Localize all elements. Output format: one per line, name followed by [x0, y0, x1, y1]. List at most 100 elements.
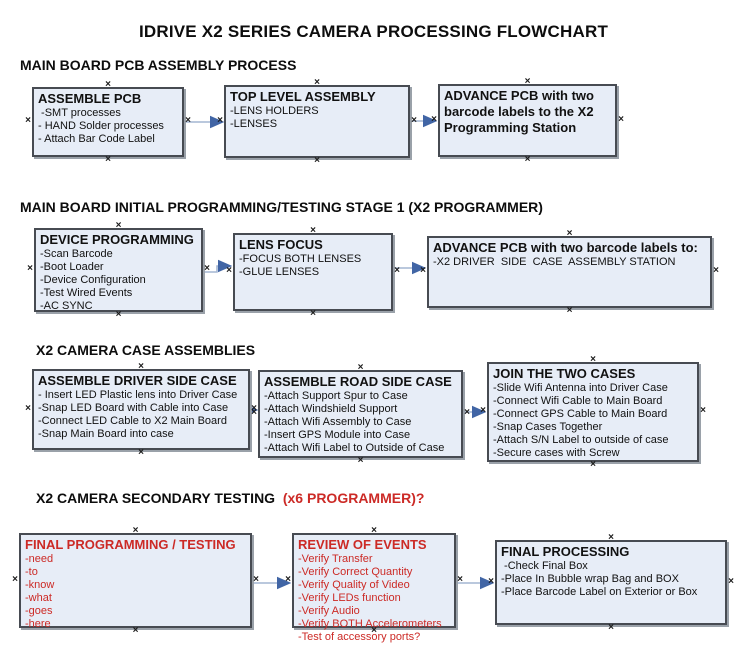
- box-item-overflow: -Test of accessory ports?: [298, 631, 421, 643]
- box-item: -to: [25, 566, 38, 578]
- box-title: JOIN THE TWO CASES: [493, 366, 636, 381]
- connection-point-icon: ×: [251, 407, 257, 418]
- box-item: -AC SYNC: [40, 300, 93, 312]
- box-item: -Attach Support Spur to Case: [264, 390, 408, 402]
- box-item: -here: [25, 618, 51, 630]
- connection-point-icon: ×: [132, 525, 139, 536]
- box-title: FINAL PROCESSING: [501, 544, 630, 559]
- connection-point-icon: ×: [524, 76, 531, 87]
- box-item: -Verify Quality of Video: [298, 579, 410, 591]
- connection-point-icon: ×: [524, 154, 531, 165]
- connection-point-icon: ×: [480, 405, 486, 416]
- box-item: -Boot Loader: [40, 261, 104, 273]
- box-item: -LENS HOLDERS: [230, 105, 319, 117]
- connection-point-icon: ×: [608, 532, 614, 543]
- connection-point-icon: ×: [357, 455, 364, 466]
- connection-point-icon: ×: [464, 407, 470, 418]
- connection-point-icon: ×: [217, 114, 223, 126]
- connection-point-icon: ×: [431, 113, 437, 125]
- flow-box-final-programming-testing: FINAL PROGRAMMING / TESTING -need -to -k…: [12, 526, 259, 636]
- flow-box-assemble-road-side-case: ASSEMBLE ROAD SIDE CASE -Attach Support …: [251, 363, 470, 466]
- box-title: ADVANCE PCB with two barcode labels to:: [433, 240, 698, 255]
- box-item: -Device Configuration: [40, 274, 146, 286]
- connection-point-icon: ×: [488, 575, 494, 587]
- box-item: -Place Barcode Label on Exterior or Box: [501, 586, 698, 598]
- box-item: -Check Final Box: [501, 560, 588, 572]
- box-item: -Insert GPS Module into Case: [264, 429, 411, 441]
- box-title: ASSEMBLE PCB: [38, 91, 142, 106]
- box-item: -Snap Cases Together: [493, 421, 603, 433]
- connection-point-icon: ×: [185, 115, 191, 126]
- connection-point-icon: ×: [253, 573, 259, 585]
- connection-point-icon: ×: [371, 525, 377, 536]
- section-heading-red-text: (x6 PROGRAMMER)?: [278, 490, 425, 506]
- box-item: -FOCUS BOTH LENSES: [239, 253, 362, 265]
- section-heading-case-assemblies: X2 CAMERA CASE ASSEMBLIES: [36, 342, 256, 358]
- connection-point-icon: ×: [700, 405, 706, 416]
- box-item: -Verify Correct Quantity: [298, 566, 413, 578]
- connection-point-icon: ×: [105, 79, 111, 90]
- connection-point-icon: ×: [115, 220, 122, 231]
- box-item: -Snap LED Board with Cable into Case: [38, 402, 229, 414]
- flow-arrow: [204, 259, 233, 273]
- section-heading-black-text: X2 CAMERA SECONDARY TESTING: [36, 490, 279, 506]
- connection-point-icon: ×: [25, 402, 31, 414]
- box-item: -Connect LED Cable to X2 Main Board: [38, 415, 227, 427]
- connection-point-icon: ×: [105, 154, 111, 165]
- connection-point-icon: ×: [728, 575, 734, 587]
- box-item: -Verify BOTH Accelerometers: [298, 618, 442, 630]
- box-title: DEVICE PROGRAMMING: [40, 232, 194, 247]
- box-item: -Verify Transfer: [298, 553, 373, 565]
- flow-box-advance-pcb-programming-station: ADVANCE PCB with two barcode labels to t…: [431, 77, 624, 165]
- connection-point-icon: ×: [566, 305, 573, 316]
- section-heading-initial-programming: MAIN BOARD INITIAL PROGRAMMING/TESTING S…: [20, 199, 543, 215]
- connection-point-icon: ×: [251, 402, 257, 414]
- connection-point-icon: ×: [314, 155, 320, 166]
- box-item: -Attach Windshield Support: [264, 403, 398, 415]
- box-item: - Insert LED Plastic lens into Driver Ca…: [38, 389, 238, 401]
- connection-point-icon: ×: [204, 263, 210, 274]
- flow-box-assemble-pcb: ASSEMBLE PCB -SMT processes - HAND Solde…: [25, 80, 191, 165]
- box-item: -need: [25, 553, 54, 565]
- connection-point-icon: ×: [394, 265, 400, 276]
- box-item: -Attach Wifi Assembly to Case: [264, 416, 412, 428]
- connection-point-icon: ×: [357, 362, 364, 373]
- box-title: ASSEMBLE DRIVER SIDE CASE: [38, 373, 237, 388]
- connection-point-icon: ×: [314, 77, 320, 88]
- box-item: -know: [25, 579, 55, 591]
- flow-box-lens-focus: LENS FOCUS -FOCUS BOTH LENSES -GLUE LENS…: [226, 226, 400, 319]
- connection-point-icon: ×: [27, 263, 33, 274]
- flow-box-device-programming: DEVICE PROGRAMMING -Scan Barcode -Boot L…: [27, 221, 210, 320]
- box-item: -Test Wired Events: [40, 287, 133, 299]
- connection-point-icon: ×: [138, 361, 144, 372]
- box-item: -Place In Bubble wrap Bag and BOX: [501, 573, 679, 585]
- box-item: -X2 DRIVER SIDE CASE ASSEMBLY STATION: [433, 256, 676, 268]
- box-item: - HAND Solder processes: [38, 120, 164, 132]
- box-title: ASSEMBLE ROAD SIDE CASE: [264, 374, 452, 389]
- box-item: -Connect GPS Cable to Main Board: [493, 408, 668, 420]
- connection-point-icon: ×: [310, 225, 316, 236]
- connection-point-icon: ×: [566, 228, 573, 239]
- connection-point-icon: ×: [12, 573, 18, 585]
- connection-point-icon: ×: [618, 113, 624, 125]
- connection-point-icon: ×: [420, 265, 426, 276]
- connection-point-icon: ×: [138, 447, 144, 458]
- box-item: -Connect Wifi Cable to Main Board: [493, 395, 663, 407]
- box-title: FINAL PROGRAMMING / TESTING: [25, 537, 236, 552]
- box-item: -Secure cases with Screw: [493, 447, 620, 459]
- box-item: - Attach Bar Code Label: [38, 133, 155, 145]
- box-item: -Scan Barcode: [40, 248, 113, 260]
- page-title: IDRIVE X2 SERIES CAMERA PROCESSING FLOWC…: [138, 22, 609, 41]
- connection-point-icon: ×: [590, 354, 596, 365]
- box-item: -Attach S/N Label to outside of case: [493, 434, 669, 446]
- box-item: -SMT processes: [38, 107, 121, 119]
- connection-point-icon: ×: [25, 115, 31, 126]
- box-title: TOP LEVEL ASSEMBLY: [230, 89, 376, 104]
- box-item: -Verify LEDs function: [298, 592, 401, 604]
- box-title: REVIEW OF EVENTS: [298, 537, 427, 552]
- box-item: -LENSES: [230, 118, 278, 130]
- box-item: -goes: [25, 605, 53, 617]
- section-heading-secondary-testing: X2 CAMERA SECONDARY TESTING (x6 PROGRAMM…: [36, 490, 424, 506]
- box-item: -Verify Audio: [298, 605, 360, 617]
